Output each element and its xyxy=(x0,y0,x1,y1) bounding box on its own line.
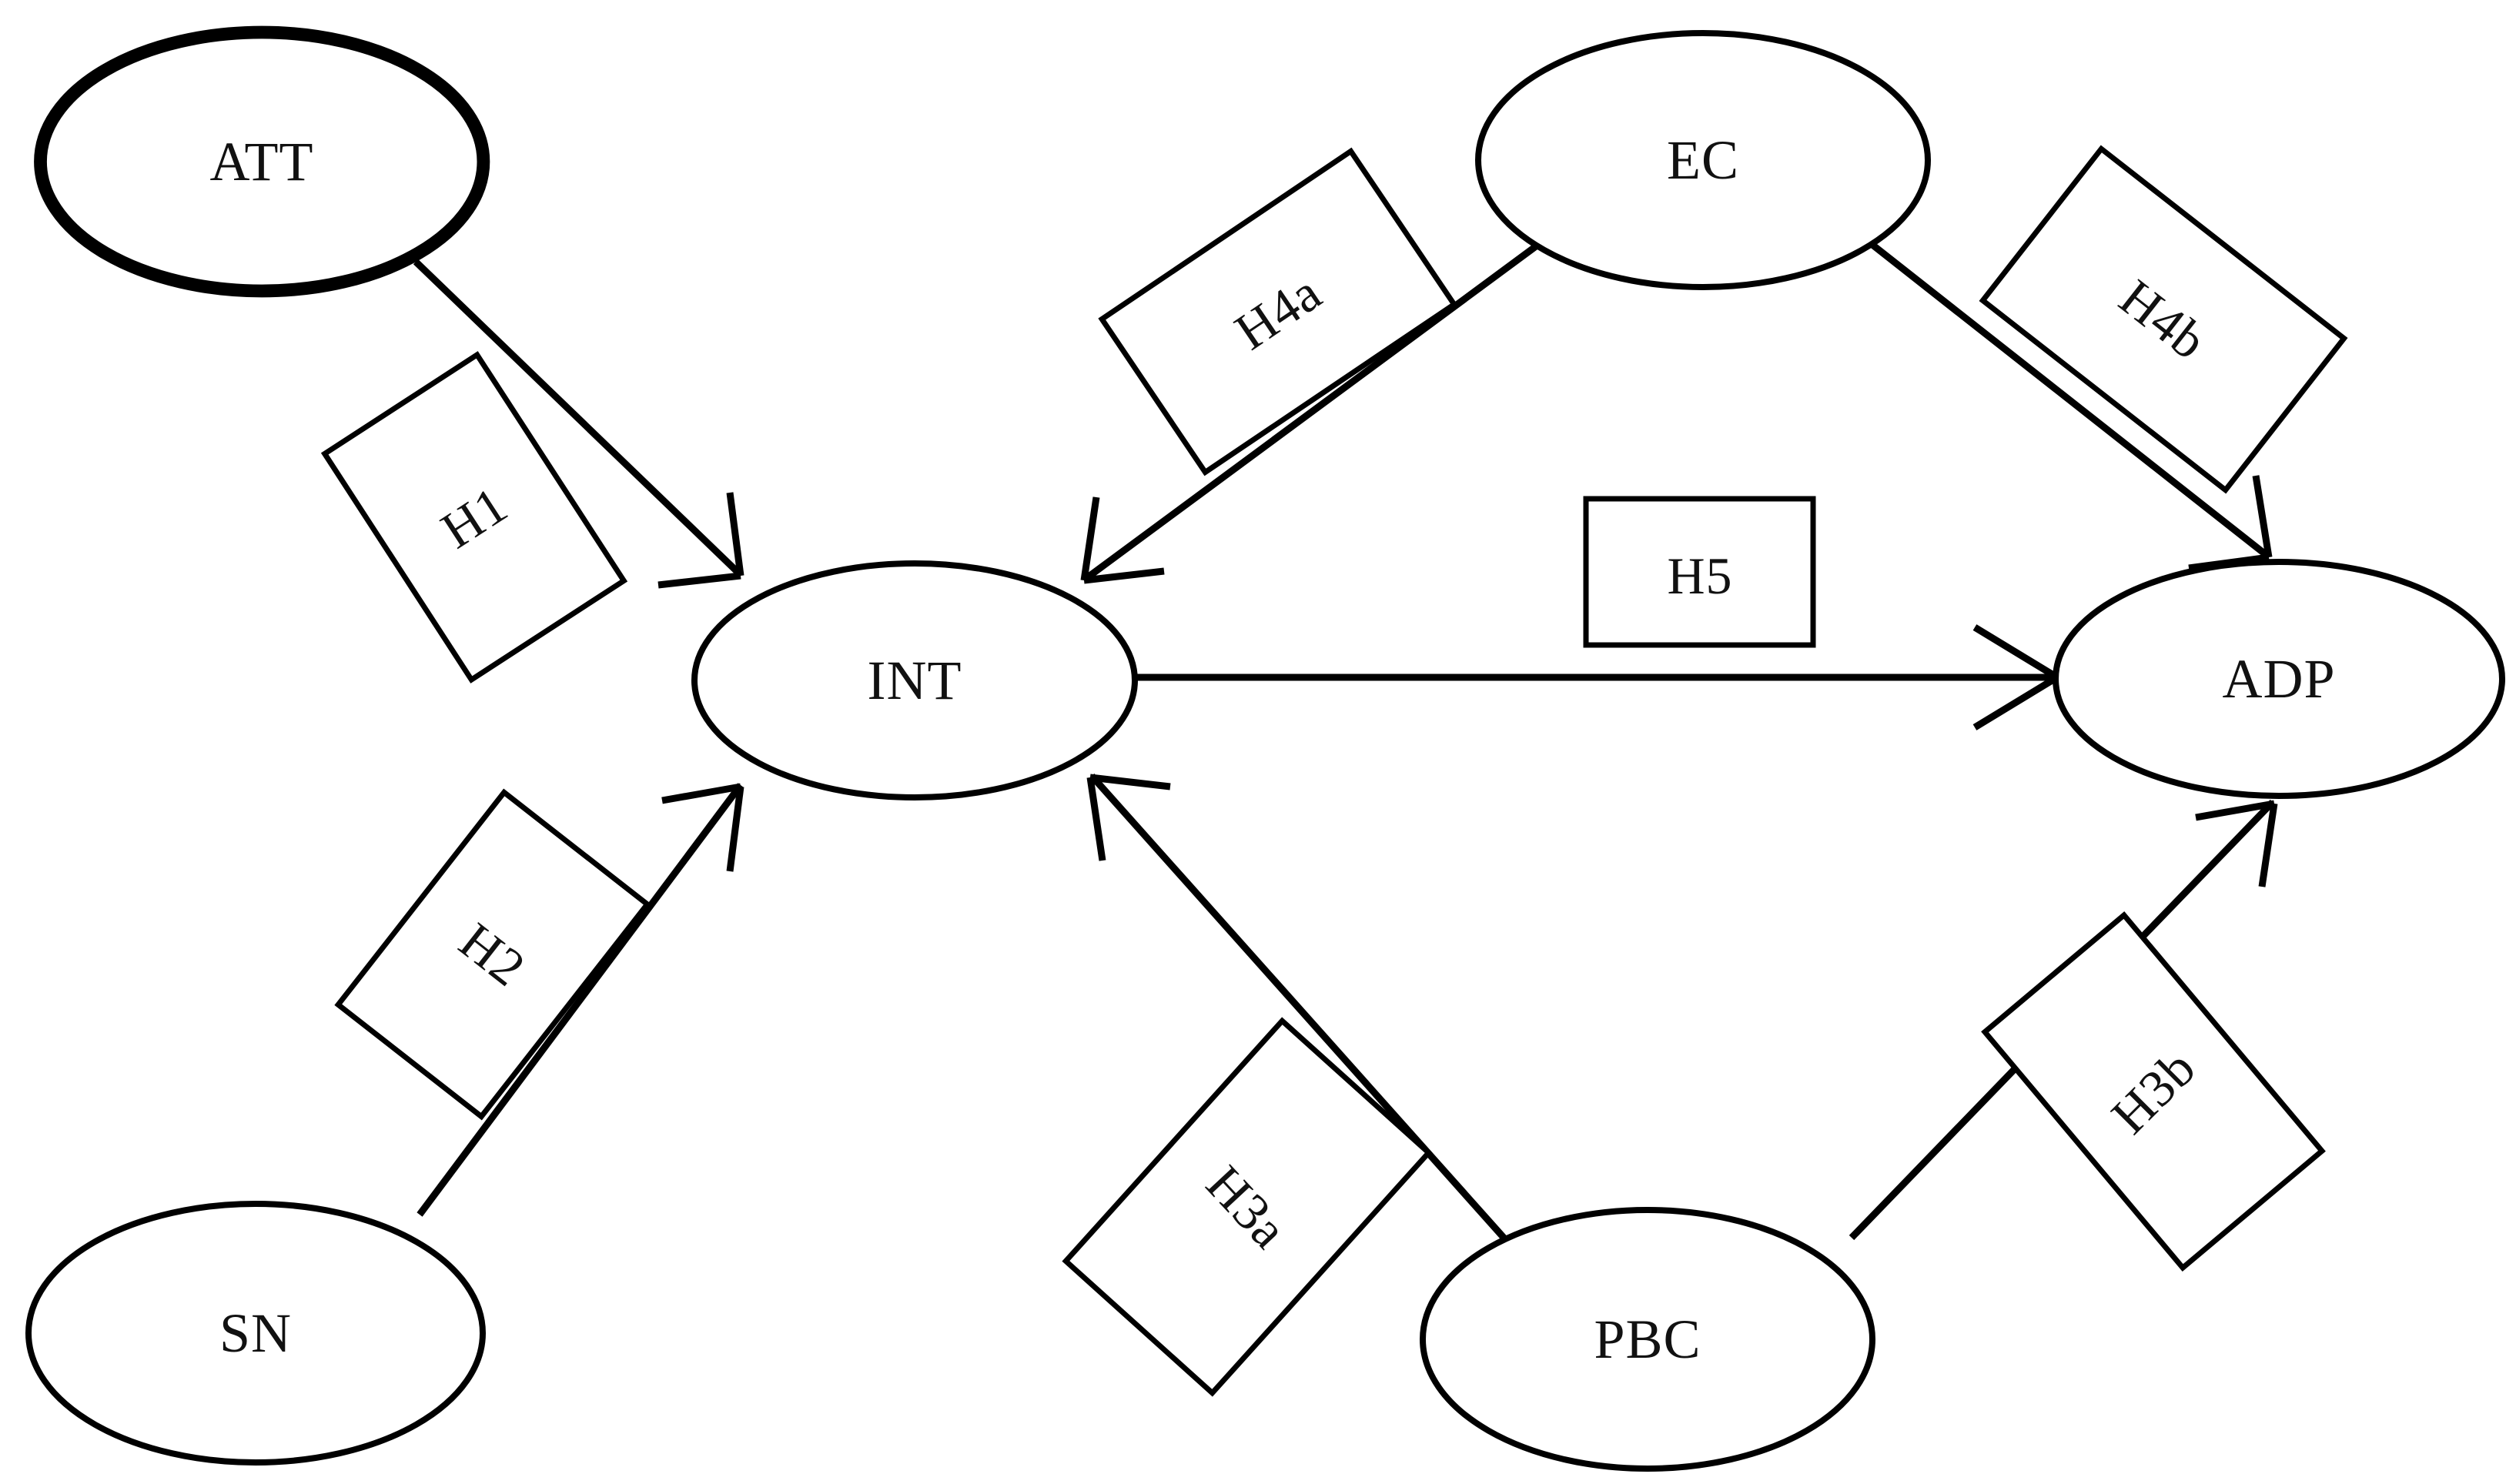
hyp-box-h4a[interactable]: H4a xyxy=(1098,147,1458,476)
edge-h3a xyxy=(1086,774,1508,1242)
node-adp-label: ADP xyxy=(2222,648,2335,710)
node-int[interactable]: INT xyxy=(691,560,1138,800)
node-pbc[interactable]: PBC xyxy=(1420,1207,1875,1472)
node-sn-label: SN xyxy=(219,1302,292,1364)
node-adp[interactable]: ADP xyxy=(2053,559,2505,799)
node-pbc-label: PBC xyxy=(1594,1309,1701,1370)
edge-h2 xyxy=(417,783,744,1217)
hyp-box-h3a[interactable]: H3a xyxy=(1062,1017,1433,1397)
hyp-box-h2-rect[interactable] xyxy=(334,788,651,1121)
node-ec[interactable]: EC xyxy=(1475,30,1931,290)
hyp-box-h3a-rect[interactable] xyxy=(1062,1017,1433,1397)
hyp-box-h4a-rect[interactable] xyxy=(1098,147,1458,476)
hyp-box-h5-rect[interactable] xyxy=(1583,496,1816,648)
node-sn[interactable]: SN xyxy=(25,1201,486,1466)
hyp-box-h3b-rect[interactable] xyxy=(1981,911,2326,1272)
hyp-box-h4b-rect[interactable] xyxy=(1979,145,2348,494)
node-ec-label: EC xyxy=(1667,129,1739,191)
edge-h1 xyxy=(413,259,744,589)
hyp-box-h1-rect[interactable] xyxy=(320,351,628,684)
hyp-box-h3b[interactable]: H3b xyxy=(1981,911,2326,1272)
hyp-box-h4b[interactable]: H4b xyxy=(1979,145,2348,494)
hyp-box-h1[interactable]: H1 xyxy=(320,351,628,684)
hyp-box-h5[interactable]: H5 xyxy=(1583,496,1816,648)
node-ec-ellipse[interactable] xyxy=(1475,30,1931,290)
node-att[interactable]: ATT xyxy=(34,25,490,298)
edge-h4a xyxy=(1080,243,1538,584)
node-adp-ellipse[interactable] xyxy=(2053,559,2505,799)
hyp-box-h2[interactable]: H2 xyxy=(334,788,651,1121)
node-att-ellipse[interactable] xyxy=(34,25,490,298)
edge-h5 xyxy=(1134,624,2059,730)
node-att-label: ATT xyxy=(210,131,314,192)
node-pbc-ellipse[interactable] xyxy=(1420,1207,1875,1472)
node-int-ellipse[interactable] xyxy=(691,560,1138,800)
hyp-box-h5-label: H5 xyxy=(1667,546,1732,605)
node-sn-ellipse[interactable] xyxy=(25,1201,486,1466)
node-int-label: INT xyxy=(868,650,962,711)
